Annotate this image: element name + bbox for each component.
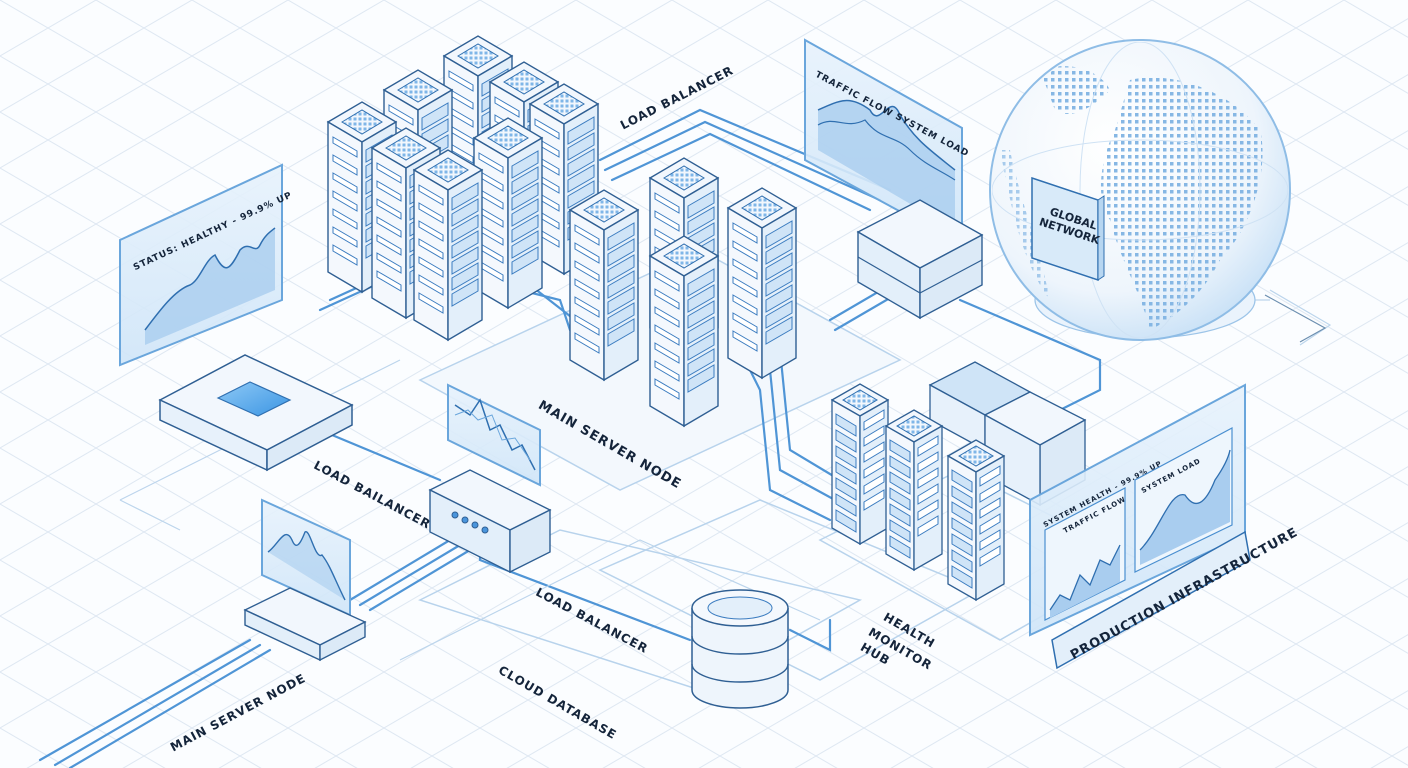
- monitor-router: [243, 498, 367, 662]
- load-balancer-switch: [428, 469, 552, 574]
- edge-router: [158, 354, 354, 472]
- global-network-globe: [989, 39, 1291, 341]
- production-dashboard-panel: [1029, 383, 1251, 670]
- global-network-sign: [1031, 176, 1105, 282]
- center-chart-panel: [447, 383, 541, 487]
- cloud-database: [691, 589, 789, 709]
- arrow-indicator: [1264, 294, 1327, 343]
- network-switch: [856, 199, 984, 320]
- status-panel: [119, 163, 283, 367]
